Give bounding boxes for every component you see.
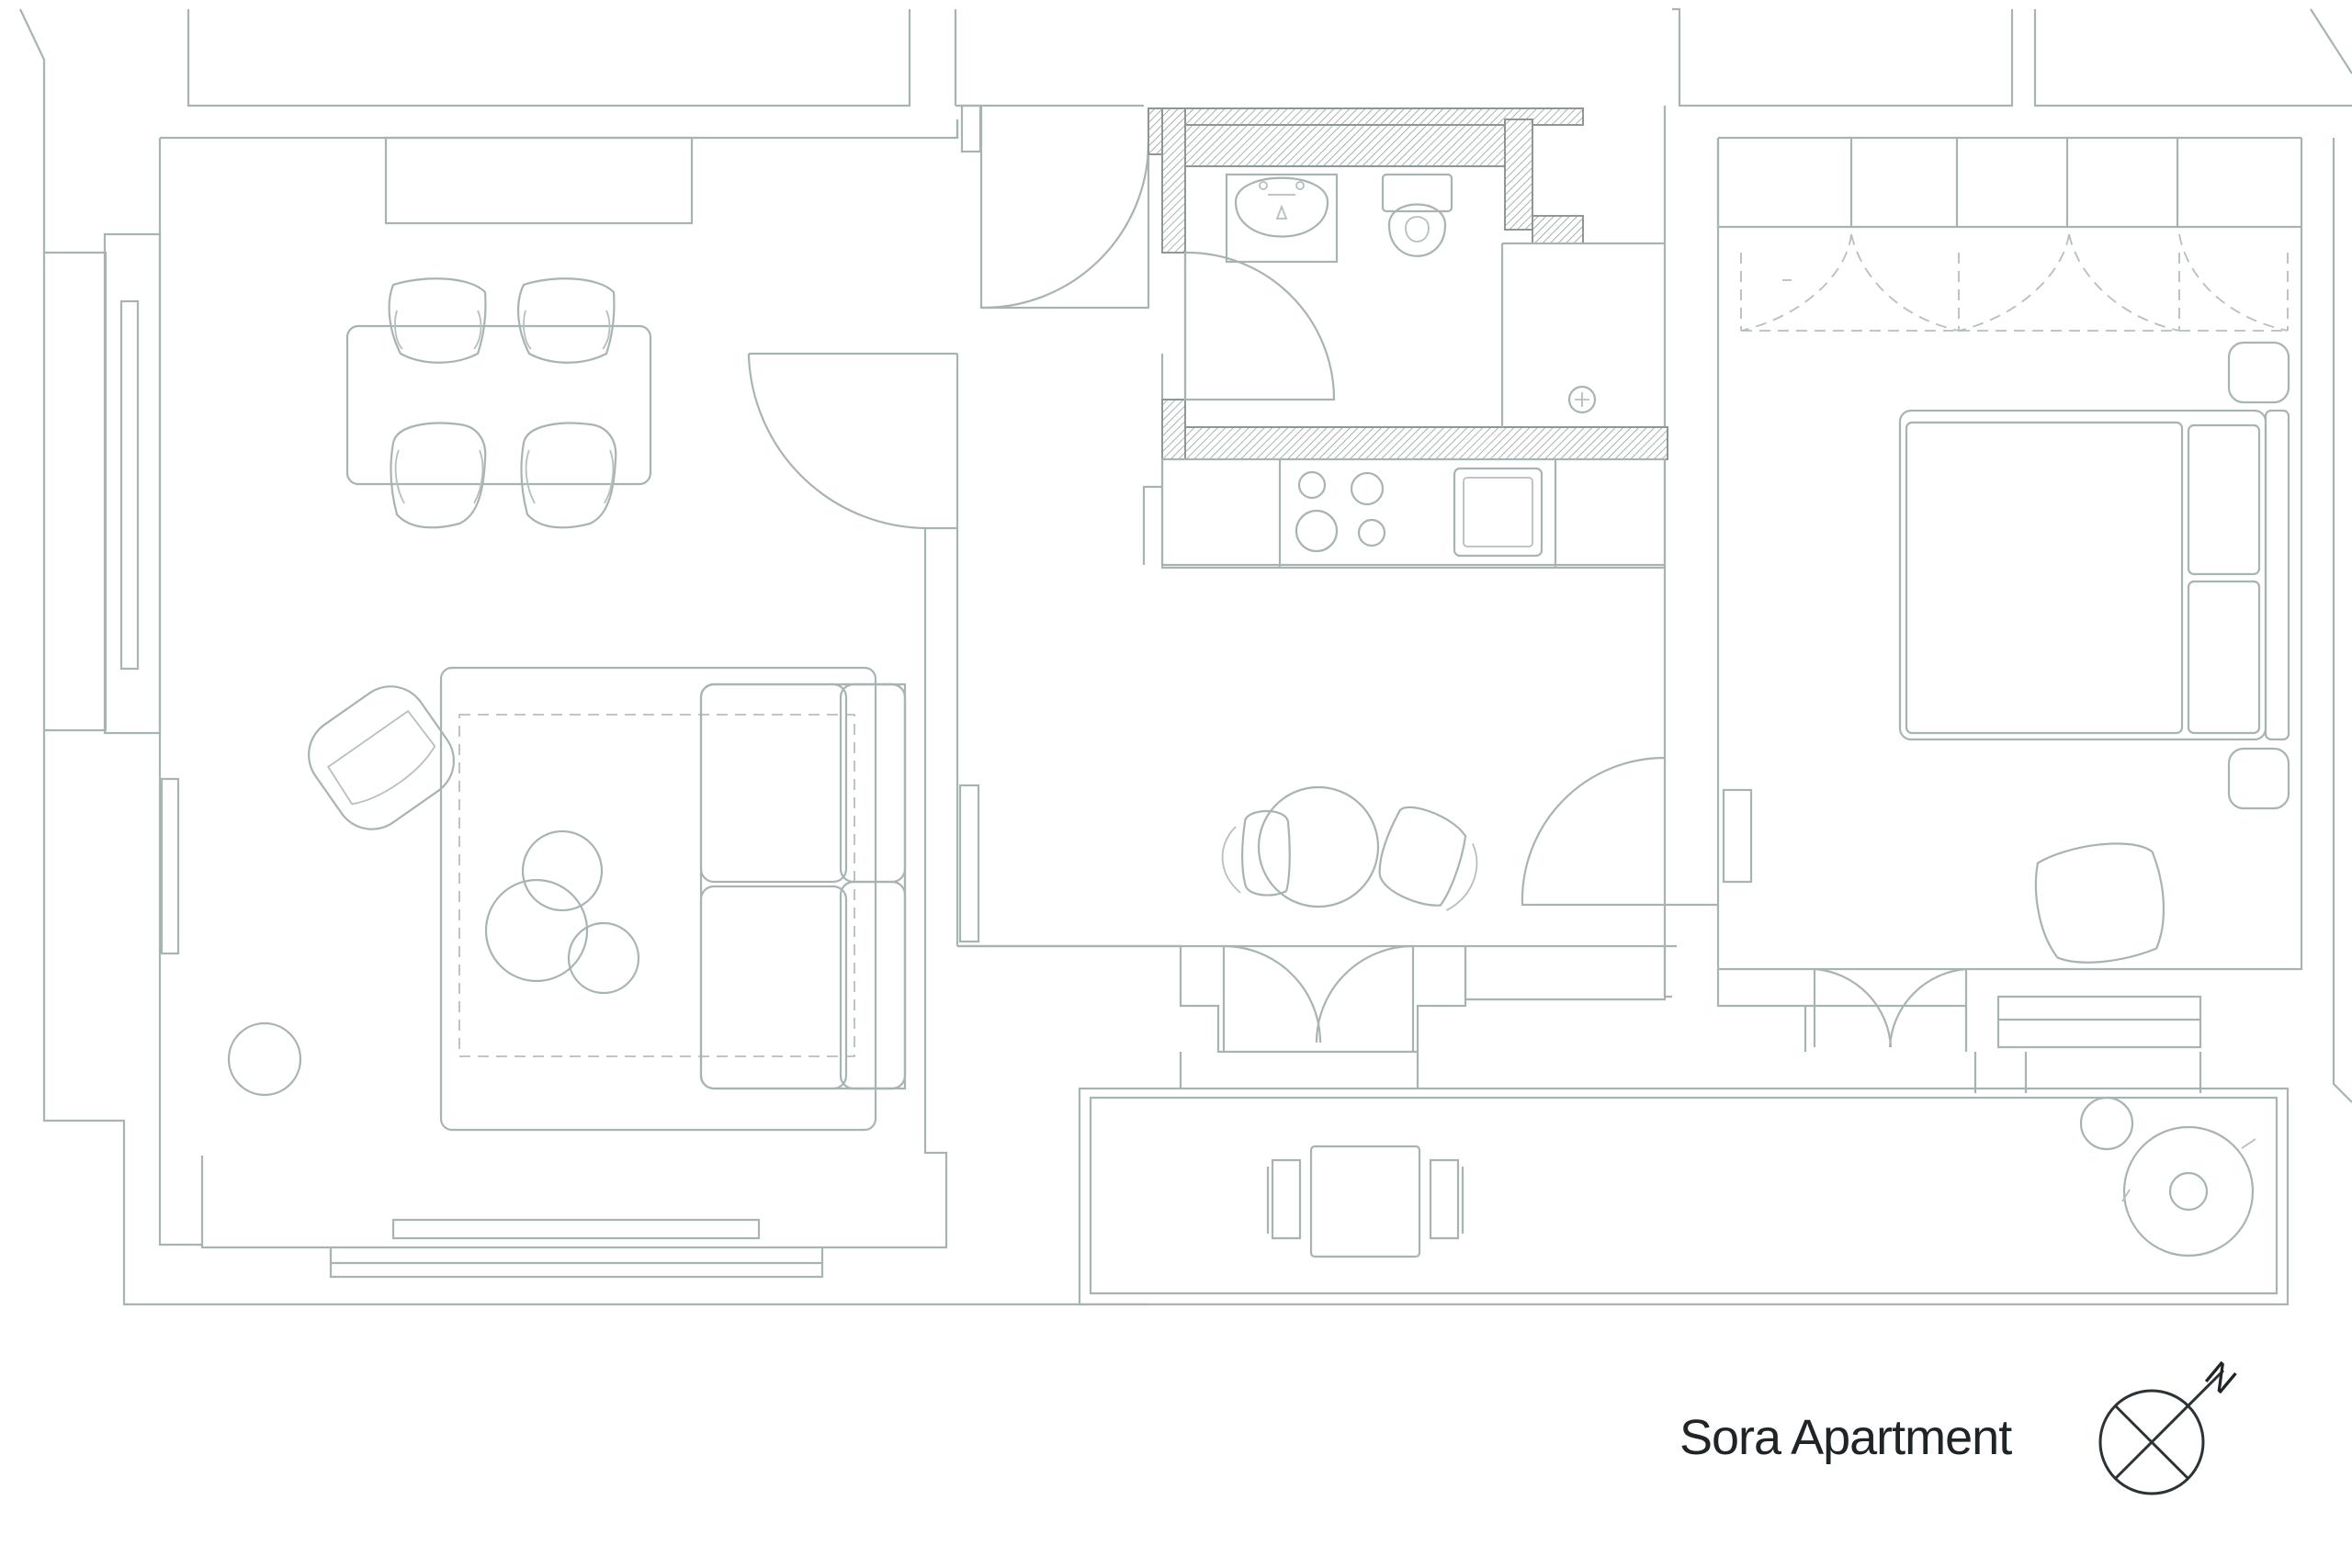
dining-set bbox=[345, 277, 652, 529]
bistro-table bbox=[1221, 785, 1478, 911]
living-room bbox=[103, 136, 1677, 1279]
bathroom bbox=[1148, 107, 1668, 460]
bedroom bbox=[1521, 136, 2303, 971]
plan-title: Sora Apartment bbox=[1679, 1410, 2012, 1465]
kitchen bbox=[1160, 457, 1667, 570]
balcony bbox=[957, 944, 2290, 1306]
lounge-area bbox=[227, 666, 907, 1132]
north-arrow-icon bbox=[2098, 1369, 2225, 1495]
